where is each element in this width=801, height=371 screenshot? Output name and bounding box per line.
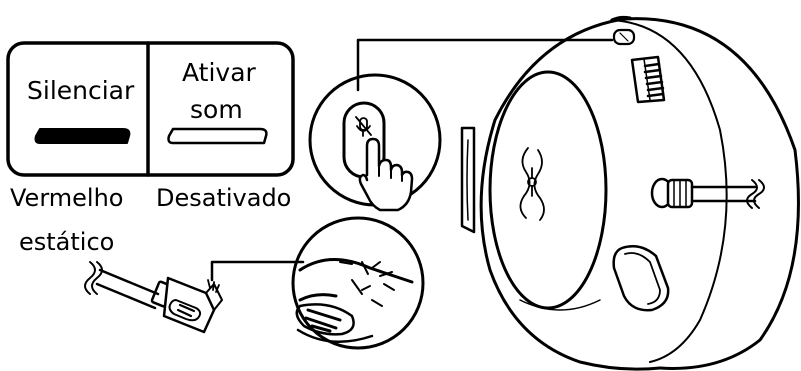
unmute-led-indicator-off [167, 127, 268, 145]
unmute-status: Desativado [156, 184, 292, 212]
mic-mute-icon [355, 116, 372, 137]
zoom-mic-button [308, 73, 442, 212]
zoom-mute-switch [291, 216, 425, 350]
mute-label: Silenciar [27, 76, 135, 105]
leader-line-mute-switch [210, 260, 305, 282]
headset-earcup [460, 15, 800, 371]
unmute-label-line1: Ativar [182, 58, 256, 87]
pointing-hand-icon [358, 137, 414, 212]
mute-led-indicator-solid [34, 128, 131, 144]
mute-switch-icon [168, 299, 202, 322]
mute-status-panel [6, 41, 295, 177]
cable-port [650, 177, 765, 209]
leader-line-mic-button [356, 38, 614, 92]
razer-logo-icon [519, 147, 545, 221]
mute-status-line1: Vermelho [10, 184, 124, 212]
inline-cable-remote [84, 261, 223, 334]
mute-status-line2: estático [19, 228, 115, 256]
unmute-label-line2: som [190, 95, 243, 124]
volume-wheel-icon [630, 55, 666, 104]
